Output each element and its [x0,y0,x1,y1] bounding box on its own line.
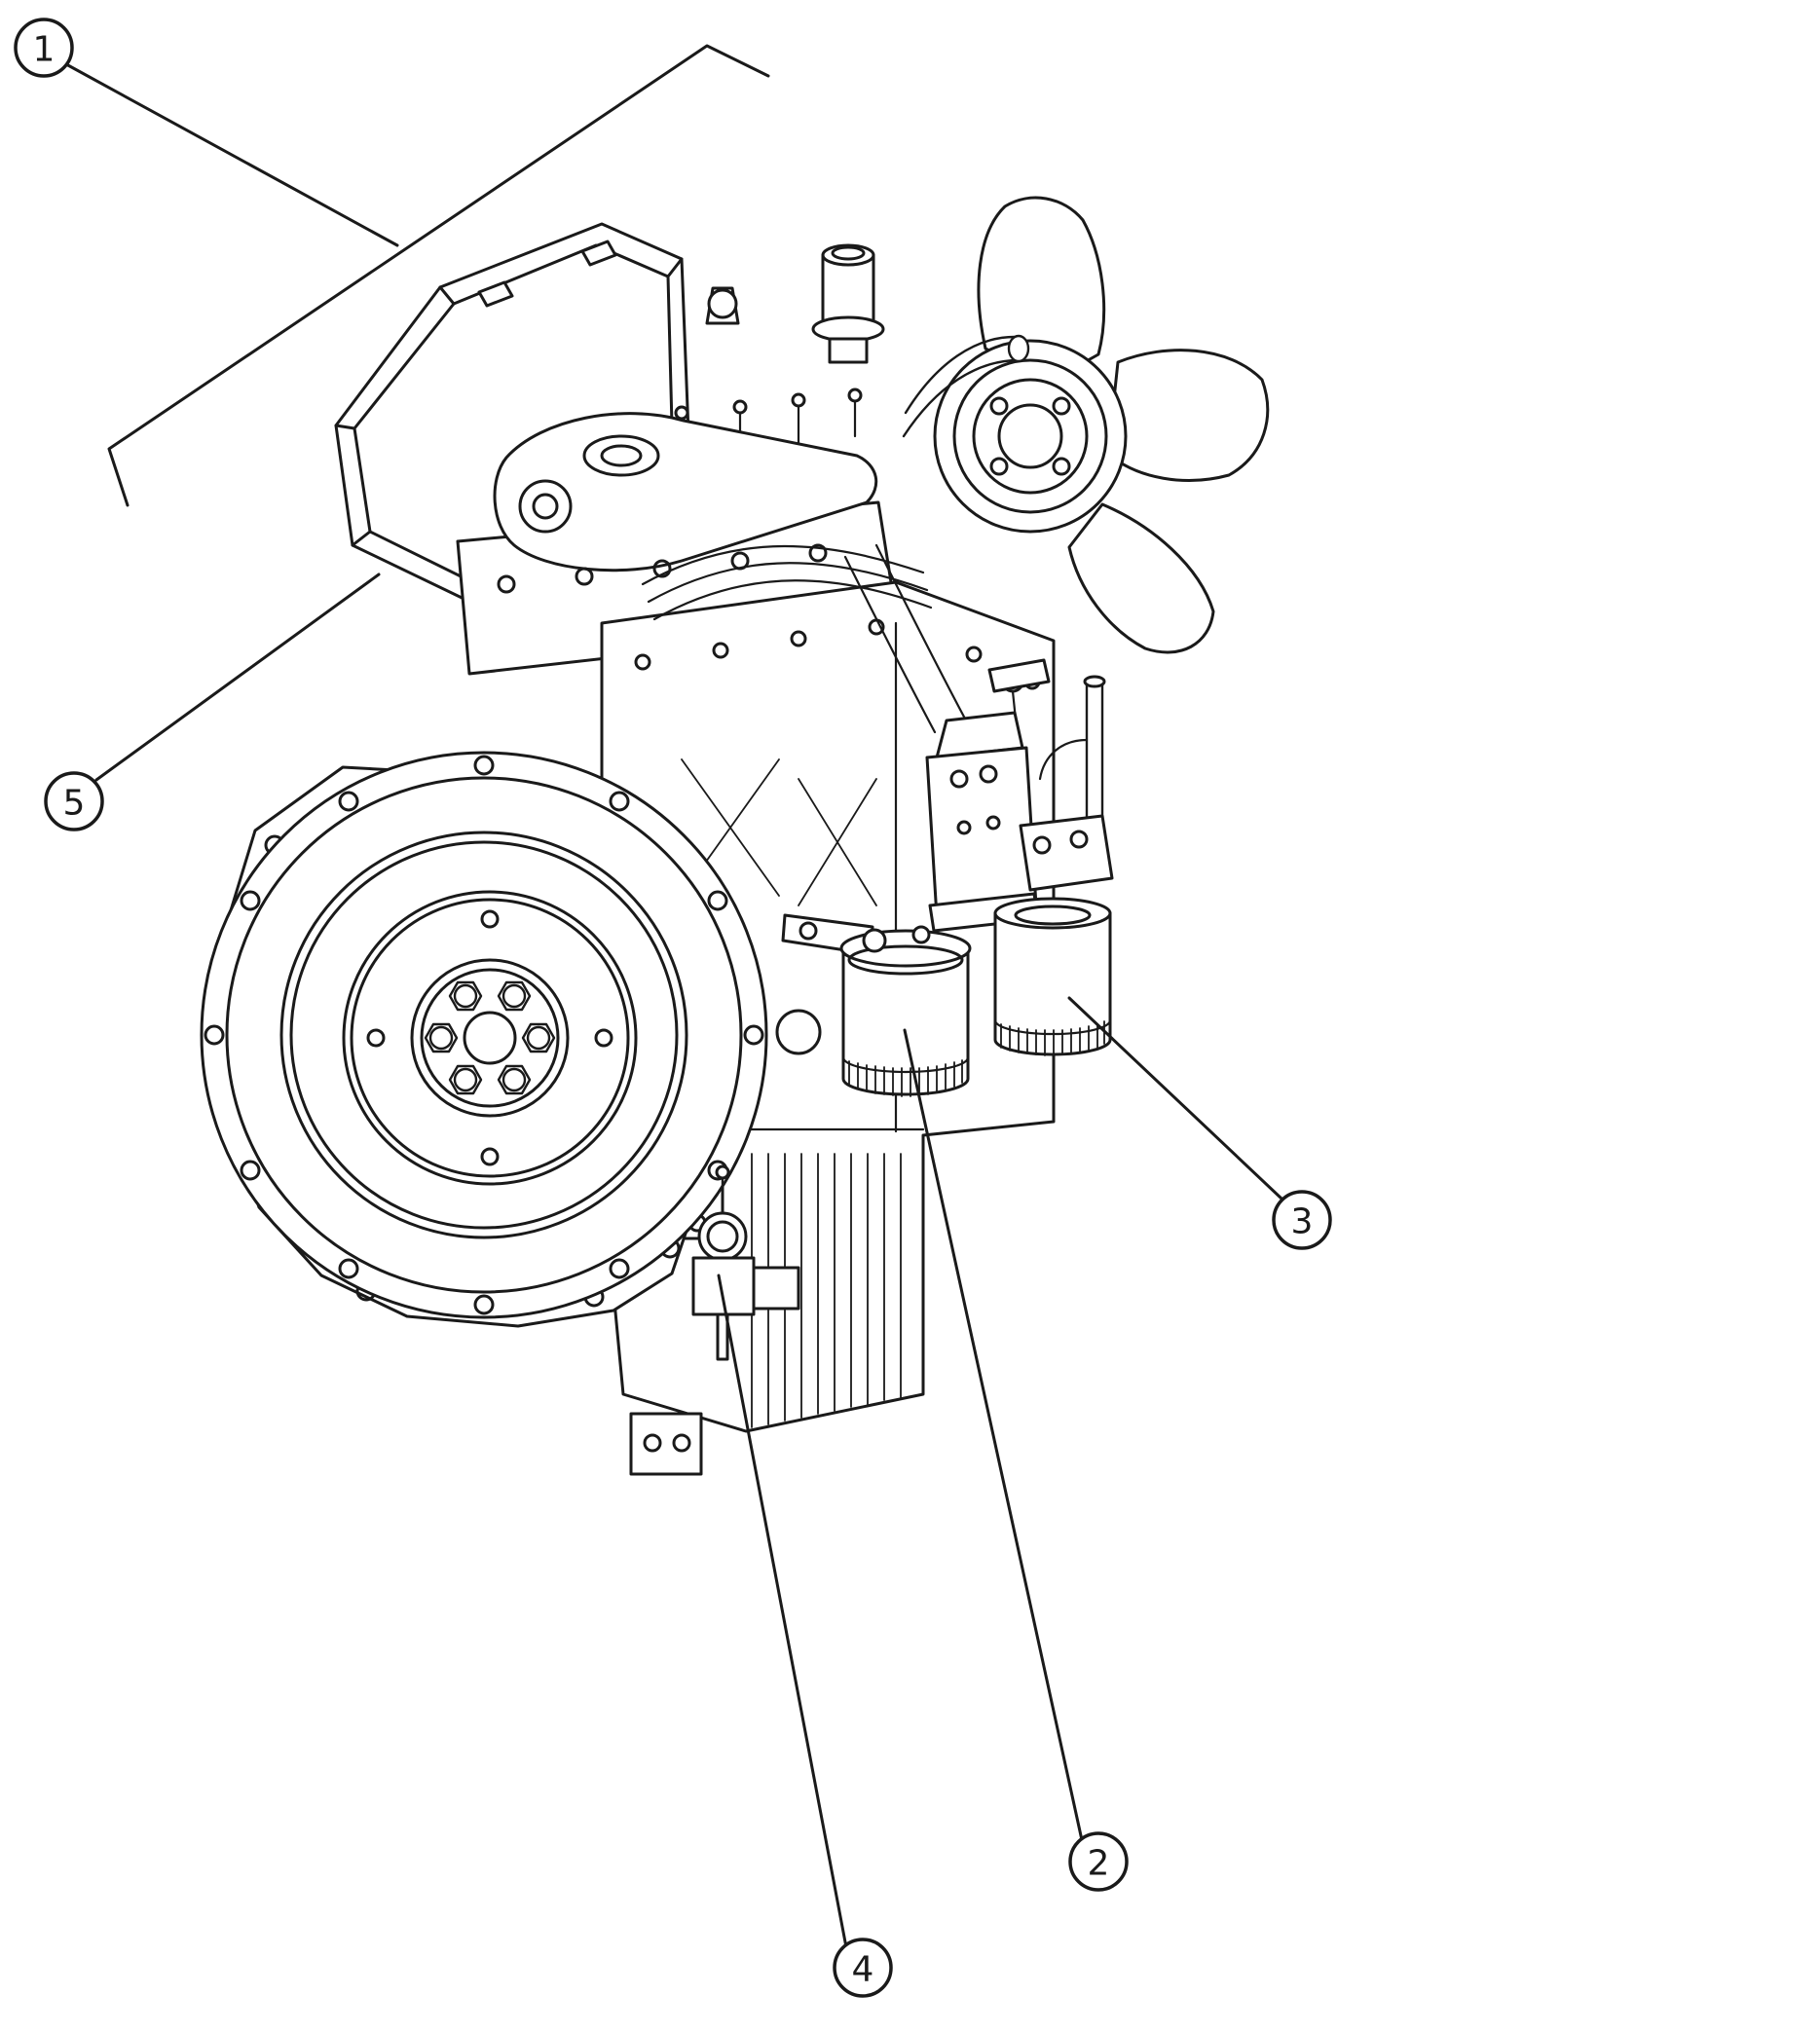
callout-2-label: 2 [1088,1844,1110,1884]
callout-2: 2 [1068,1831,1129,1892]
leader-5 [94,572,381,782]
fuel-lines [641,543,968,734]
leader-1-bracket [107,44,770,507]
intake-piping [902,334,1030,438]
callout-1: 1 [14,18,74,78]
fuel-filter [781,913,972,1097]
leader-2 [903,1028,1084,1842]
callout-4-label: 4 [852,1950,874,1990]
flywheel-hub-bolts [424,980,556,1095]
fuel-feed-pump [691,1164,800,1361]
flywheel-assembly [200,751,768,1328]
callout-5-label: 5 [63,784,86,824]
mounting-foot [629,1412,703,1476]
fuel-filter-ribs [848,1059,963,1097]
lifting-eye [705,286,740,325]
callout-5: 5 [44,771,104,831]
callout-3-label: 3 [1291,1202,1314,1242]
callout-1-label: 1 [33,30,56,70]
callout-4: 4 [833,1938,893,1998]
callout-leaders [64,44,1283,1949]
leader-1 [64,62,399,247]
leader-3 [1067,996,1283,1200]
callout-3: 3 [1272,1190,1332,1250]
oil-filter-head [1019,675,1114,892]
leader-4 [717,1274,848,1949]
cooling-fan [933,196,1270,654]
oil-filter-ribs [1000,1020,1105,1056]
exhaust-outlet [811,243,885,364]
oil-filter [993,897,1112,1056]
